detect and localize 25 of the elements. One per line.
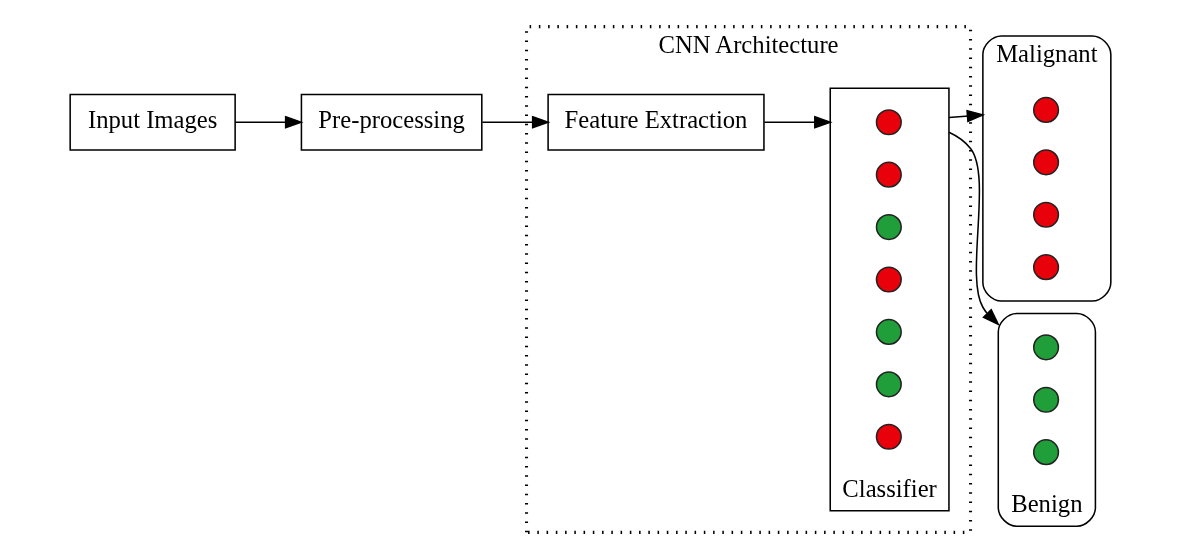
arrow xyxy=(763,115,833,129)
cluster: Malignant xyxy=(982,35,1112,302)
node-circle xyxy=(875,371,902,398)
node-circle xyxy=(1033,201,1060,228)
node-circle xyxy=(875,109,902,136)
node-circle xyxy=(875,266,902,293)
arrow xyxy=(234,115,304,129)
node-circle xyxy=(875,423,902,450)
node-box: Input Images xyxy=(69,93,236,151)
arrow xyxy=(481,115,551,129)
arrow xyxy=(948,131,1000,327)
cluster: Benign xyxy=(997,312,1097,527)
arrow xyxy=(948,109,986,123)
node-circle xyxy=(1033,254,1060,281)
node-circle xyxy=(1033,439,1060,466)
node-circle xyxy=(875,214,902,241)
node-box: Pre-processing xyxy=(300,93,483,151)
node-circle xyxy=(1033,149,1060,176)
node-circle xyxy=(875,318,902,345)
cluster: Classifier xyxy=(829,87,950,512)
node-circle xyxy=(1033,334,1060,361)
node-box: Feature Extraction xyxy=(547,93,765,151)
node-circle xyxy=(875,161,902,188)
node-circle xyxy=(1033,96,1060,123)
node-circle xyxy=(1033,386,1060,413)
